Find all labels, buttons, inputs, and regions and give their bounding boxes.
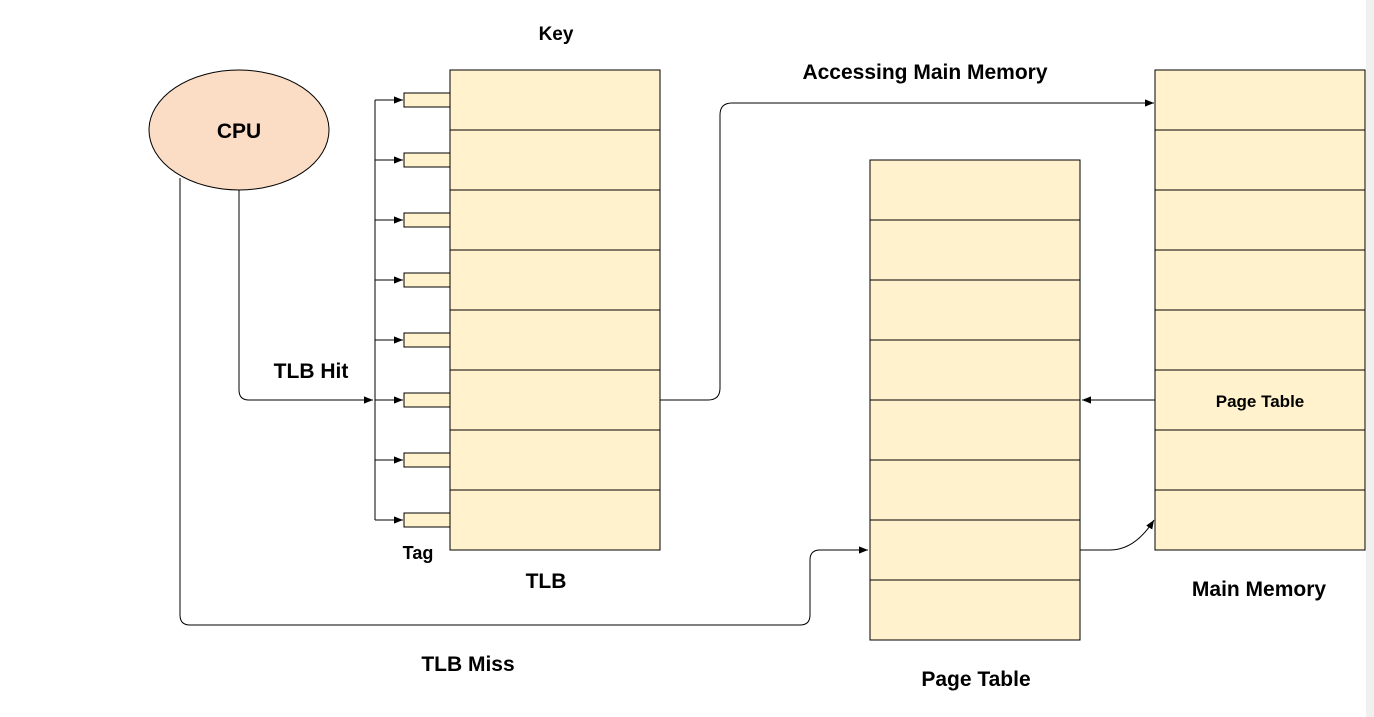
tlb-key-label: Key xyxy=(539,24,574,45)
tlb-table xyxy=(449,69,661,551)
tlb-miss-label: TLB Miss xyxy=(421,653,514,676)
page-table xyxy=(869,159,1081,641)
tlb-title: TLB xyxy=(526,570,567,593)
main-memory-page-table-label: Page Table xyxy=(1216,392,1305,411)
tag-box xyxy=(403,272,451,288)
tlb-miss-arrow xyxy=(179,178,868,626)
access-main-memory-arrow xyxy=(660,99,1154,401)
tlb-tag-label: Tag xyxy=(403,543,434,563)
tag-box xyxy=(403,332,451,348)
tag-box xyxy=(403,212,451,228)
tlb-hit-label: TLB Hit xyxy=(274,360,349,383)
page-table-to-memory-arrow xyxy=(1080,519,1155,551)
main-memory xyxy=(1154,69,1366,551)
tag-box xyxy=(403,392,451,408)
cpu-label: CPU xyxy=(217,120,261,143)
access-main-memory-label: Accessing Main Memory xyxy=(802,61,1047,84)
tag-box xyxy=(403,92,451,108)
main-memory-title: Main Memory xyxy=(1192,578,1327,601)
tag-box xyxy=(403,452,451,468)
tlb-hit-arrow xyxy=(238,190,373,404)
scrollbar-track xyxy=(1366,0,1374,717)
tag-box xyxy=(403,512,451,528)
page-table-title: Page Table xyxy=(921,668,1030,691)
tlb-tag-column xyxy=(374,92,451,528)
tag-box xyxy=(403,152,451,168)
